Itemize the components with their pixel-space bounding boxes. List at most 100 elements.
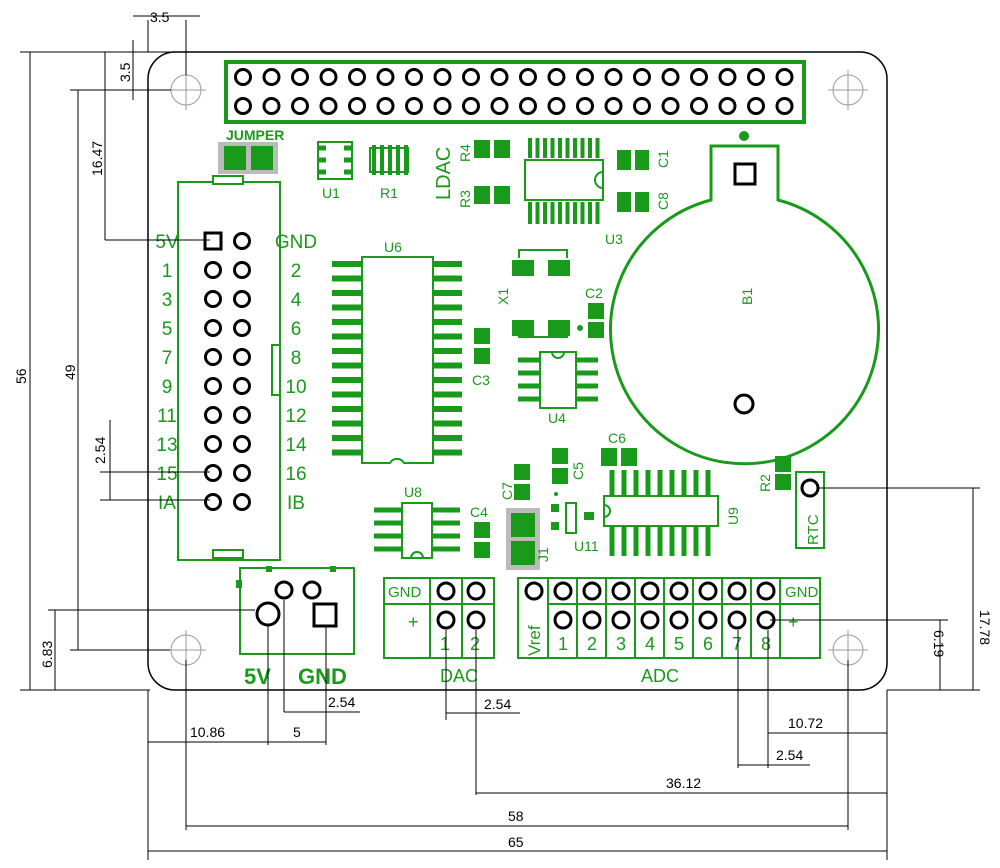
u1-component: U1 xyxy=(317,141,353,201)
svg-text:65: 65 xyxy=(508,834,524,850)
svg-text:U4: U4 xyxy=(548,410,566,426)
power-terminal: 5V GND xyxy=(236,566,355,689)
ribbon-label-left: 5 xyxy=(162,319,173,340)
jumper-label: JUMPER xyxy=(226,127,284,143)
ribbon-label-right: IB xyxy=(287,493,305,514)
ribbon-pin xyxy=(233,435,251,453)
svg-text:C7: C7 xyxy=(499,482,515,500)
svg-text:U3: U3 xyxy=(605,231,623,247)
header-pin xyxy=(604,68,623,86)
ribbon-pin xyxy=(203,231,223,251)
svg-text:C2: C2 xyxy=(585,285,603,301)
dimension-labels: 3.5 3.5 16.47 56 49 2.54 6.83 10.86 5 2.… xyxy=(13,9,993,850)
adc-pin xyxy=(582,581,602,601)
ribbon-label-right: 2 xyxy=(291,261,302,282)
svg-text:+: + xyxy=(788,612,799,632)
header-pin xyxy=(690,68,708,86)
adc-pin xyxy=(669,610,689,630)
adc-pin xyxy=(698,610,718,630)
adc-pin xyxy=(756,581,776,601)
u3-component: U3 xyxy=(524,138,623,247)
ribbon-pin xyxy=(204,348,222,366)
ribbon-pin xyxy=(233,493,251,511)
svg-text:RTC: RTC xyxy=(805,514,822,545)
header-pin xyxy=(433,68,452,86)
c7-component: C7 xyxy=(499,464,530,500)
svg-text:2.54: 2.54 xyxy=(92,437,108,464)
svg-text:U8: U8 xyxy=(404,484,422,500)
ribbon-pin xyxy=(204,435,222,453)
adc-pin-number: 8 xyxy=(761,634,771,654)
svg-text:16.47: 16.47 xyxy=(89,141,105,176)
ribbon-pin xyxy=(233,232,251,250)
header-pin xyxy=(319,97,338,115)
header-pin xyxy=(262,97,281,115)
adc-pin xyxy=(553,610,573,630)
ribbon-label-left: IA xyxy=(158,493,176,514)
dac-label: DAC xyxy=(440,666,478,686)
header-pin xyxy=(462,97,480,115)
dac-terminal: GND + 1 2 DAC xyxy=(383,577,495,686)
adc-pin xyxy=(553,581,573,601)
jumper: JUMPER xyxy=(218,127,284,174)
battery-holder: B1 xyxy=(609,131,880,466)
ribbon-label-right: 12 xyxy=(285,406,306,427)
j1-component: J1 xyxy=(506,508,551,570)
header-pin xyxy=(576,68,594,86)
r1-component: R1 xyxy=(369,145,409,201)
svg-text:2.54: 2.54 xyxy=(484,696,511,712)
ribbon-pin xyxy=(233,261,251,279)
ribbon-label-right: 14 xyxy=(285,435,307,456)
svg-text:17.78: 17.78 xyxy=(977,610,993,645)
svg-text:36.12: 36.12 xyxy=(666,775,701,791)
header-pin xyxy=(433,97,452,115)
ribbon-label-right: 10 xyxy=(285,377,306,398)
svg-text:U11: U11 xyxy=(574,538,599,554)
header-pin xyxy=(718,97,737,115)
u4-component: U4 xyxy=(518,351,598,426)
svg-text:3.5: 3.5 xyxy=(150,9,170,25)
svg-text:58: 58 xyxy=(508,808,524,824)
adc-pin xyxy=(640,581,660,601)
ribbon-label-left: 15 xyxy=(156,464,177,485)
c6-component: C6 xyxy=(601,430,637,466)
ribbon-pin xyxy=(233,348,251,366)
header-pin xyxy=(690,97,708,115)
svg-text:49: 49 xyxy=(62,364,78,380)
adc-pin xyxy=(611,610,631,630)
dimension-lines xyxy=(20,15,980,860)
svg-text:56: 56 xyxy=(13,368,29,384)
u1-label: U1 xyxy=(322,185,340,201)
c2-component: C2 xyxy=(585,285,604,338)
u6-component: U6 xyxy=(332,239,462,464)
vref-label: Vref xyxy=(525,625,544,656)
ribbon-pin xyxy=(204,290,222,308)
svg-text:C1: C1 xyxy=(655,150,671,168)
ribbon-label-left: 1 xyxy=(162,261,173,282)
header-pin xyxy=(234,97,252,115)
svg-text:C3: C3 xyxy=(472,372,490,388)
svg-text:GND: GND xyxy=(388,584,422,601)
svg-text:R4: R4 xyxy=(457,144,473,162)
ribbon-label-right: 8 xyxy=(291,348,302,369)
ribbon-label-left: 13 xyxy=(156,435,177,456)
ribbon-pin xyxy=(204,464,222,482)
ribbon-pin xyxy=(233,377,251,395)
svg-text:C4: C4 xyxy=(470,504,488,520)
svg-text:R3: R3 xyxy=(457,190,473,208)
header-pin xyxy=(262,68,281,86)
header-pin xyxy=(747,68,765,86)
adc-pin xyxy=(582,610,602,630)
svg-text:2.54: 2.54 xyxy=(776,747,803,763)
u8-component: U8 xyxy=(374,484,460,559)
header-pin xyxy=(718,68,737,86)
ribbon-pin xyxy=(233,406,251,424)
svg-text:1: 1 xyxy=(440,634,450,654)
svg-text:X1: X1 xyxy=(495,288,511,305)
r2-component: R2 xyxy=(757,456,791,492)
svg-text:+: + xyxy=(408,612,419,632)
header-pin xyxy=(348,97,366,115)
svg-text:3.5: 3.5 xyxy=(117,62,133,82)
